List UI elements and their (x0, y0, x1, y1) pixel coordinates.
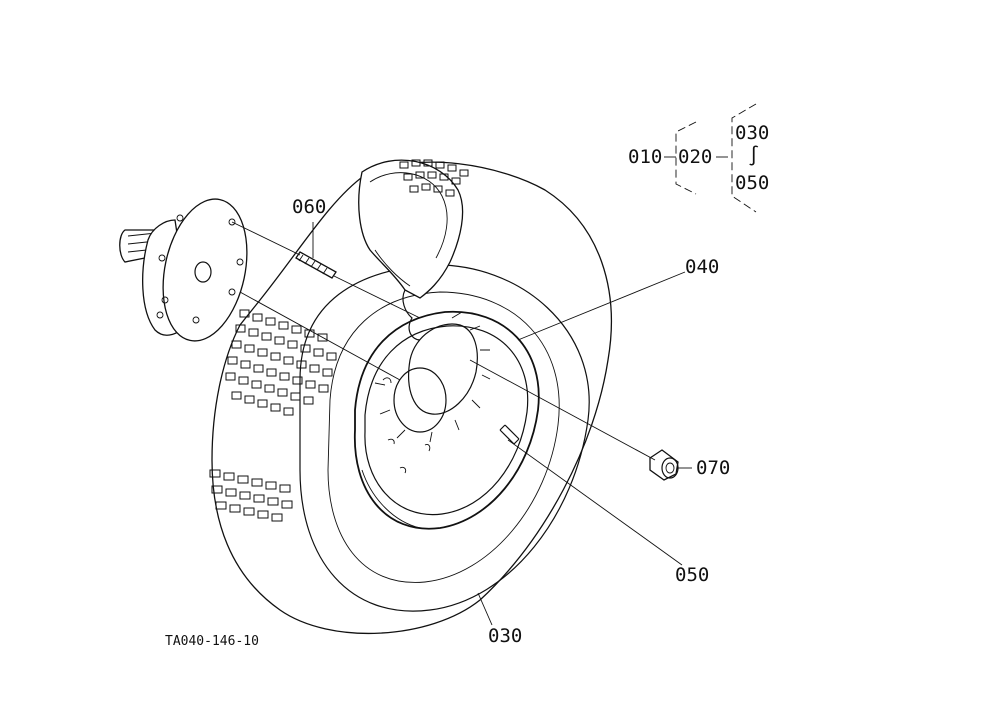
tire (209, 159, 612, 635)
parts-hierarchy: 010 020 030 ∫ 050 (628, 103, 769, 213)
tree-bottom: 050 (735, 172, 769, 194)
callout-070: 070 (696, 457, 730, 479)
tree-child: 020 (678, 146, 712, 168)
callout-050: 050 (675, 564, 709, 586)
axle-hub (119, 198, 248, 342)
callout-040: 040 (685, 256, 719, 278)
callout-060: 060 (292, 196, 326, 218)
figure-code: TA040-146-10 (165, 634, 259, 649)
leader-lines (231, 221, 692, 626)
tread-top (399, 159, 469, 197)
tread-left (225, 309, 337, 416)
tree-top: 030 (735, 122, 769, 144)
tree-root: 010 (628, 146, 662, 168)
callout-030: 030 (488, 625, 522, 647)
tread-lower (209, 469, 293, 522)
wheel-nut (649, 449, 679, 481)
tree-tilde: ∫ (748, 145, 759, 167)
